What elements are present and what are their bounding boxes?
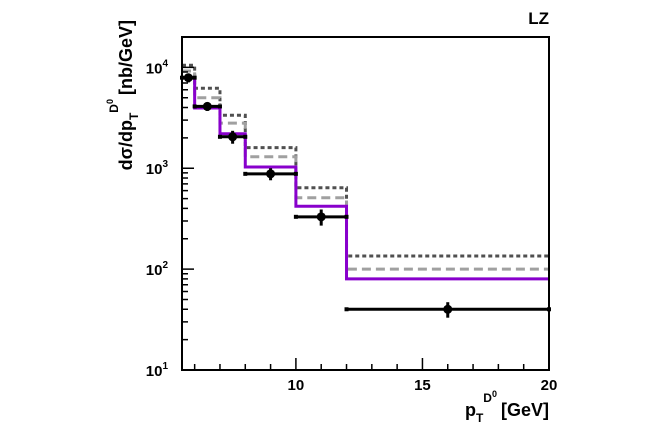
data-point-xerr-cap bbox=[243, 134, 248, 139]
data-point-xerr-cap bbox=[344, 214, 349, 219]
data-point bbox=[183, 73, 193, 83]
histogram-dashed bbox=[182, 69, 549, 271]
data-point-xerr-cap bbox=[217, 104, 222, 109]
data-point-xerr-cap bbox=[243, 171, 248, 176]
plot-area: 10 15 20 101 102 103 104 bbox=[146, 36, 558, 394]
x-axis-label: pTD0[GeV] bbox=[465, 389, 549, 425]
data-point bbox=[443, 304, 453, 314]
x-tick-label: 15 bbox=[414, 377, 431, 394]
data-point-xerr-cap bbox=[192, 75, 197, 80]
data-point bbox=[316, 212, 326, 222]
x-tick-label: 20 bbox=[541, 377, 558, 394]
data-point bbox=[228, 132, 238, 142]
histogram-dotted bbox=[182, 63, 549, 258]
plot-frame bbox=[181, 36, 550, 371]
y-tick-label: 104 bbox=[146, 58, 169, 77]
histogram-solid bbox=[182, 76, 549, 281]
data-point bbox=[266, 169, 276, 179]
data-point-xerr-cap bbox=[217, 134, 222, 139]
y-tick-label: 103 bbox=[146, 159, 169, 178]
data-point-xerr-cap bbox=[192, 104, 197, 109]
data-point-xerr-cap bbox=[293, 171, 298, 176]
y-axis-label: dσ/dpTD0[nb/GeV] bbox=[105, 20, 141, 170]
data-point-xerr-cap bbox=[293, 214, 298, 219]
y-tick-label: 101 bbox=[146, 361, 169, 380]
lz-label: LZ bbox=[528, 9, 549, 28]
y-tick-label: 102 bbox=[146, 260, 169, 279]
data-point-xerr-cap bbox=[344, 307, 349, 312]
x-tick-label: 10 bbox=[288, 377, 305, 394]
data-point bbox=[202, 101, 212, 111]
